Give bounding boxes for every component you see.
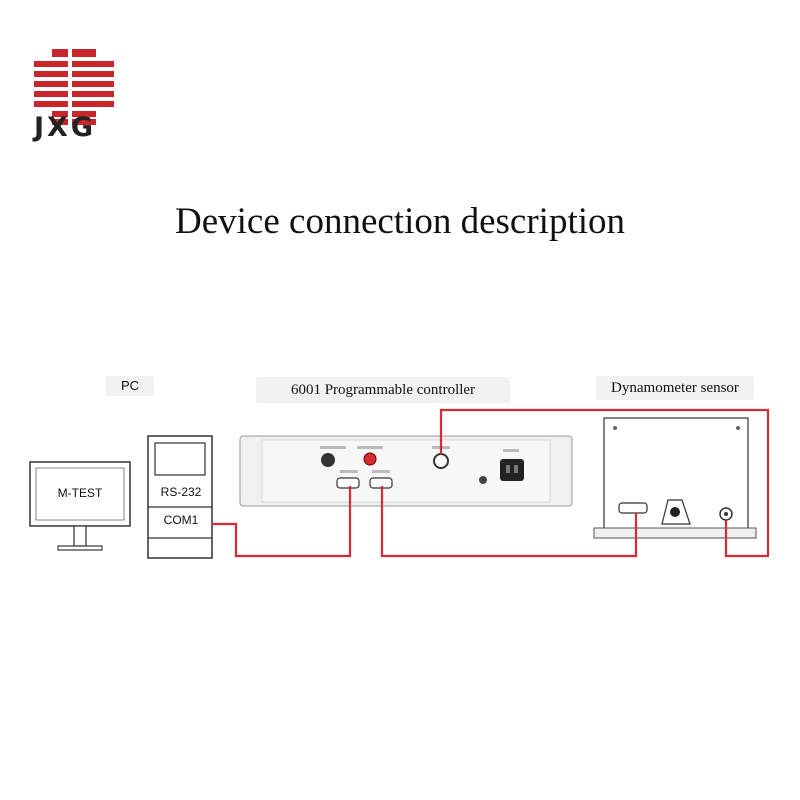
controller-knob-icon	[321, 453, 335, 467]
cable-controller-to-sensor-serial	[380, 486, 638, 558]
controller-label: 6001 Programmable controller	[256, 377, 510, 403]
pc-tower	[147, 435, 213, 559]
sensor-label: Dynamometer sensor	[596, 376, 754, 400]
pc-monitor	[29, 461, 131, 551]
pc-label: PC	[106, 376, 154, 396]
controller-db9-port-1-icon	[336, 477, 360, 489]
brand-name: JXG	[34, 112, 97, 143]
page-title: Device connection description	[175, 201, 625, 242]
sensor-body	[593, 417, 757, 539]
monitor-text: M-TEST	[57, 486, 103, 500]
controller-small-connector-icon	[479, 476, 487, 484]
controller-red-terminal-icon	[363, 452, 377, 466]
cable-controller-to-sensor-bnc	[439, 408, 770, 558]
jxg-logo-icon	[34, 49, 114, 125]
port-rs232-label: RS-232	[160, 485, 202, 499]
controller-panel	[239, 435, 573, 507]
controller-bnc-icon	[433, 453, 449, 469]
cables	[212, 408, 770, 558]
sensor-db9-port-icon	[618, 502, 648, 514]
controller-power-socket-icon	[500, 459, 524, 481]
cable-com1-to-controller	[212, 486, 352, 558]
port-com1-label: COM1	[163, 513, 199, 527]
